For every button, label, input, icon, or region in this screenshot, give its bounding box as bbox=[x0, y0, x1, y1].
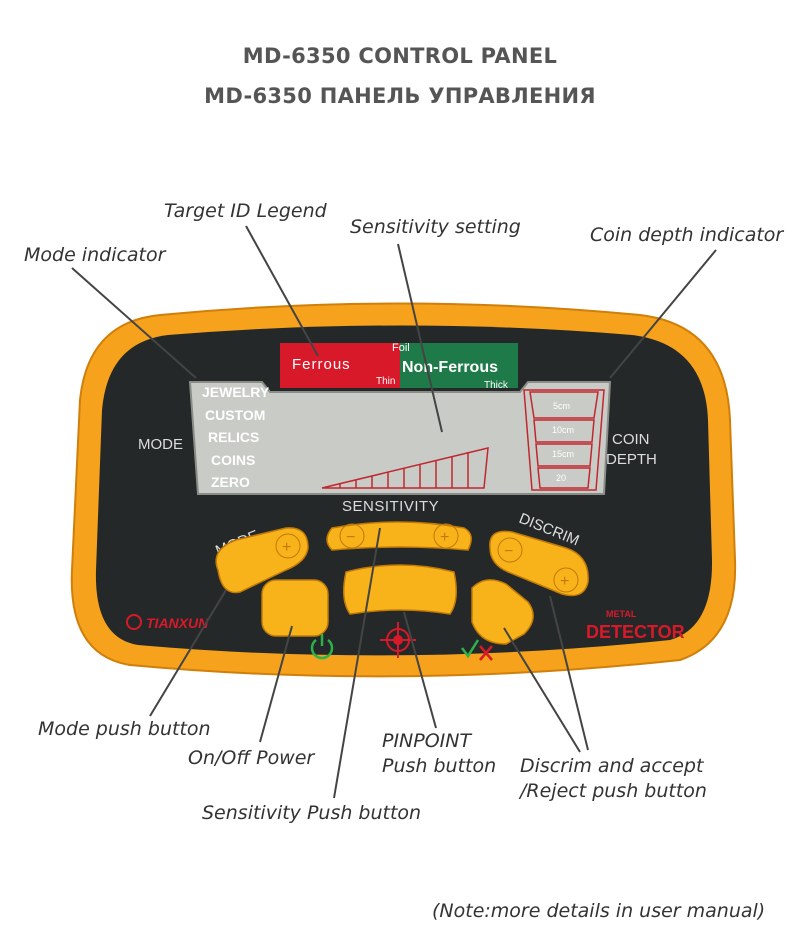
callout-mode-push-button: Mode push button bbox=[38, 718, 211, 740]
mode-side-label: MODE bbox=[138, 436, 183, 453]
thick-label: Thick bbox=[484, 380, 509, 391]
mode-coins: COINS bbox=[211, 452, 255, 468]
mode-plus-sign: + bbox=[282, 539, 291, 556]
coin-label: COIN bbox=[612, 431, 650, 448]
sensitivity-label: SENSITIVITY bbox=[342, 498, 439, 515]
title-english: MD-6350 CONTROL PANEL bbox=[242, 44, 558, 68]
nonferrous-band bbox=[400, 343, 518, 388]
depth-mark-5: 5cm bbox=[553, 401, 570, 411]
power-icon bbox=[310, 634, 334, 660]
mode-relics: RELICS bbox=[208, 429, 259, 445]
mode-jewelry: JEWELRY bbox=[202, 384, 270, 400]
mode-zero: ZERO bbox=[211, 474, 250, 490]
depth-mark-15: 15cm bbox=[552, 449, 574, 459]
coin-depth-gauge bbox=[523, 389, 605, 491]
detector-label: DETECTOR bbox=[586, 622, 685, 642]
depth-label: DEPTH bbox=[606, 451, 657, 468]
callout-sensitivity-push-button: Sensitivity Push button bbox=[202, 802, 422, 824]
discrim-rocker-button[interactable]: − + bbox=[489, 530, 589, 597]
callout-pointers bbox=[71, 225, 717, 799]
callout-on-off-power: On/Off Power bbox=[188, 747, 315, 769]
mode-custom: CUSTOM bbox=[205, 407, 265, 423]
non-ferrous-label: Non-Ferrous bbox=[402, 359, 498, 376]
metal-label: METAL bbox=[606, 609, 637, 619]
accept-reject-icon bbox=[461, 639, 493, 661]
pinpoint-crosshair-icon bbox=[380, 622, 416, 658]
ferrous-band bbox=[280, 343, 400, 388]
callout-discrim: Discrim and accept bbox=[520, 755, 704, 777]
accept-reject-button[interactable] bbox=[471, 579, 534, 645]
callout-pinpoint: PINPOINT bbox=[382, 730, 472, 752]
callout-sensitivity-setting: Sensitivity setting bbox=[350, 216, 521, 238]
mode-rocker-button[interactable]: + bbox=[215, 527, 309, 594]
callout-coin-depth-indicator: Coin depth indicator bbox=[590, 224, 784, 246]
discrim-minus-sign: − bbox=[504, 543, 513, 560]
callout-mode-indicator: Mode indicator bbox=[24, 244, 166, 266]
pinpoint-button[interactable] bbox=[343, 564, 457, 615]
brand-logo-icon bbox=[126, 614, 142, 630]
callout-target-id-legend: Target ID Legend bbox=[164, 200, 327, 222]
discrim-plus-sign: + bbox=[560, 573, 569, 590]
brand-name: TIANXUN bbox=[146, 615, 209, 631]
title-russian: MD-6350 ПАНЕЛЬ УПРАВЛЕНИЯ bbox=[204, 84, 596, 108]
sensitivity-bargraph bbox=[321, 447, 489, 489]
sensitivity-minus-sign: − bbox=[346, 529, 355, 546]
callout-pinpoint-sub: Push button bbox=[382, 755, 497, 777]
ferrous-label: Ferrous bbox=[292, 356, 351, 373]
sensitivity-plus-sign: + bbox=[440, 529, 449, 546]
power-button[interactable] bbox=[261, 579, 329, 637]
note-text: (Note:more details in user manual) bbox=[432, 900, 766, 922]
depth-mark-10: 10cm bbox=[552, 425, 574, 435]
lcd-window bbox=[188, 381, 612, 495]
foil-label: Foil bbox=[392, 342, 410, 354]
depth-mark-20: 20 bbox=[556, 473, 566, 483]
sensitivity-rocker-button[interactable]: − + bbox=[326, 521, 472, 551]
thin-label: Thin bbox=[376, 376, 395, 387]
callout-discrim-sub: /Reject push button bbox=[520, 780, 707, 802]
